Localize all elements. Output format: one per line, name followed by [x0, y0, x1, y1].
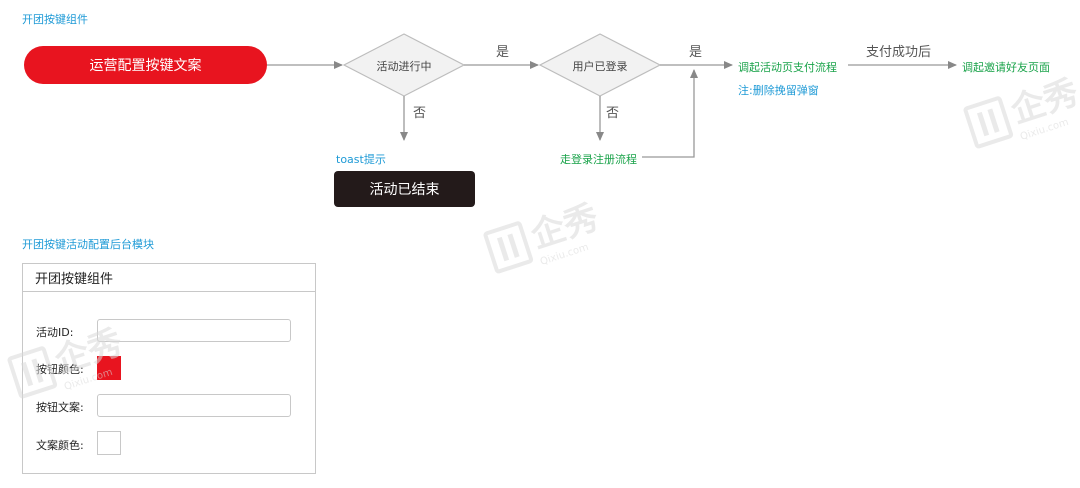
activity-id-input[interactable]	[97, 319, 291, 342]
note-delete-retention-popup: 注:删除挽留弹窗	[738, 84, 819, 97]
config-panel: 开团按键组件	[22, 263, 316, 474]
text-color-label: 文案颜色:	[36, 439, 84, 452]
button-text-label: 按钮文案:	[36, 401, 84, 414]
backend-section-title: 开团按键活动配置后台模块	[22, 238, 154, 251]
open-payment-node: 调起活动页支付流程	[738, 61, 837, 74]
edge-label-no-2: 否	[606, 106, 620, 121]
activity-ended-node: 活动已结束	[334, 171, 475, 207]
edge-label-yes-2: 是	[689, 45, 703, 60]
start-node-operator-config: 运营配置按键文案	[24, 46, 267, 84]
watermark-icon	[482, 220, 535, 275]
edge-label-pay-success: 支付成功后	[866, 45, 932, 60]
toast-hint-label: toast提示	[336, 153, 386, 166]
edge-label-yes-1: 是	[496, 45, 510, 60]
edge-label-no-1: 否	[413, 106, 427, 121]
login-register-node: 走登录注册流程	[560, 153, 637, 166]
button-text-input[interactable]	[97, 394, 291, 417]
flow-section-title: 开团按键组件	[22, 13, 88, 26]
activity-id-label: 活动ID:	[36, 326, 74, 339]
edge-register-back	[642, 69, 698, 158]
button-color-swatch[interactable]	[97, 356, 121, 380]
flow-diagram-canvas	[267, 33, 957, 158]
decision-login-label: 用户已登录	[572, 60, 628, 73]
text-color-swatch[interactable]	[97, 431, 121, 455]
decision-activity-label: 活动进行中	[376, 60, 432, 73]
watermark-icon	[6, 345, 59, 400]
panel-title: 开团按键组件	[23, 264, 315, 292]
invite-friends-node: 调起邀请好友页面	[962, 61, 1050, 74]
